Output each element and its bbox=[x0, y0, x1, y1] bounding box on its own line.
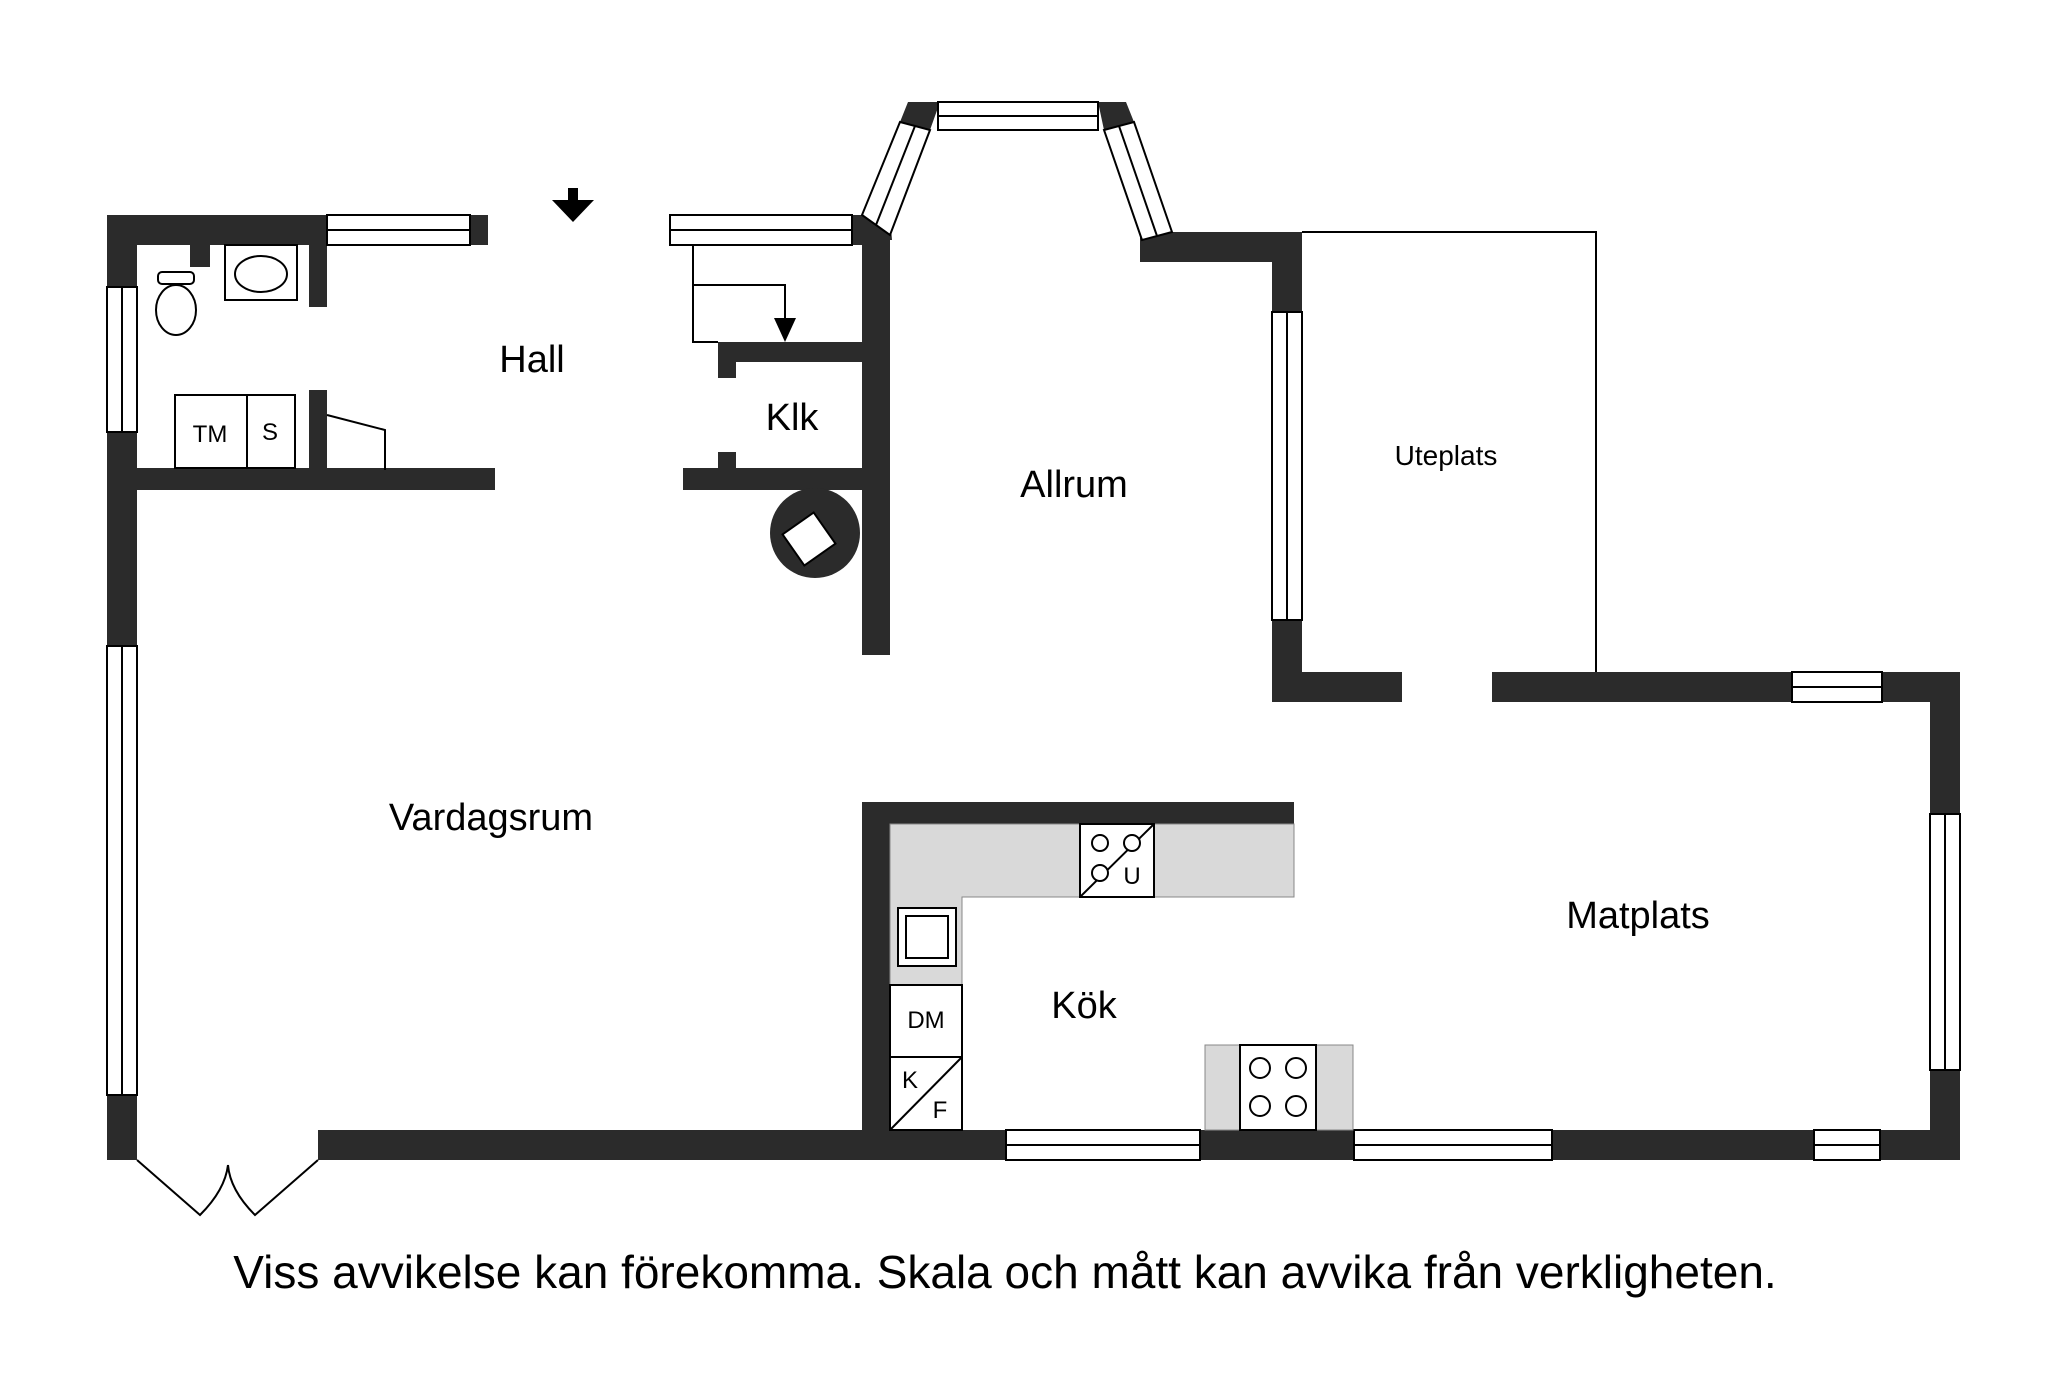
wall-klk-stub-top bbox=[718, 342, 736, 378]
wall-wc-corner bbox=[107, 215, 137, 287]
wall-hall-right bbox=[683, 468, 883, 490]
stair-arrow-head bbox=[774, 318, 796, 342]
windows bbox=[106, 101, 1961, 1161]
wall-matplats-top bbox=[1492, 672, 1792, 702]
room-label-vardagsrum: Vardagsrum bbox=[389, 797, 593, 839]
wall-bottom-d bbox=[1552, 1130, 1814, 1160]
wall-klk-stub-bottom bbox=[718, 452, 736, 470]
wall-wc-top bbox=[107, 215, 327, 245]
wall-bay-left-top bbox=[900, 102, 940, 130]
wall-allrum-right-top bbox=[1272, 232, 1302, 312]
wall-klk-top bbox=[718, 342, 883, 362]
label-dm: DM bbox=[907, 1007, 944, 1034]
room-label-hall: Hall bbox=[499, 339, 564, 381]
stair-arrow-icon bbox=[692, 245, 786, 343]
door-patio-left bbox=[136, 1159, 229, 1217]
kitchen-appliances bbox=[889, 823, 1317, 1131]
disclaimer-text: Viss avvikelse kan förekomma. Skala och … bbox=[233, 1246, 1777, 1298]
room-label-allrum: Allrum bbox=[1020, 464, 1128, 506]
wall-hall-left bbox=[137, 468, 495, 490]
room-label-klk: Klk bbox=[766, 397, 820, 439]
washer-tm bbox=[174, 394, 248, 469]
toilet-icon bbox=[155, 284, 197, 336]
wall-bottom-e bbox=[1880, 1130, 1960, 1160]
wall-left-b bbox=[107, 1095, 137, 1160]
wc-fixtures bbox=[155, 244, 298, 469]
room-label-matplats: Matplats bbox=[1566, 895, 1710, 937]
dryer-s bbox=[246, 394, 296, 469]
wall-wc-right bbox=[309, 245, 327, 307]
wall-wc-inner bbox=[190, 245, 210, 267]
wall-allrum-left bbox=[862, 235, 890, 655]
wall-left-a bbox=[107, 432, 137, 646]
label-u: U bbox=[1123, 863, 1140, 890]
stair-lines bbox=[326, 414, 386, 470]
window-bay-left bbox=[860, 120, 932, 237]
wall-kitchen-left bbox=[862, 802, 890, 1132]
wall-allrum-bottom bbox=[1272, 672, 1402, 702]
kitchen-sink-icon bbox=[897, 907, 957, 967]
wall-bay-right-top bbox=[1098, 102, 1134, 130]
entrance-arrow-icon bbox=[552, 188, 594, 222]
stove-round-icon bbox=[770, 488, 860, 578]
room-label-uteplats: Uteplats bbox=[1395, 440, 1498, 471]
wall-bottom-c bbox=[1200, 1130, 1354, 1160]
wall-kitchen-top bbox=[862, 802, 1294, 824]
uteplats-outline bbox=[1302, 231, 1597, 672]
hob-icon bbox=[1239, 1044, 1317, 1131]
doors bbox=[136, 1159, 319, 1217]
walls bbox=[107, 102, 1960, 1160]
label-k: K bbox=[902, 1067, 918, 1094]
wall-right-top bbox=[1930, 672, 1960, 814]
wall-kitchen-bottom bbox=[862, 1130, 1008, 1160]
door-patio-right bbox=[227, 1159, 319, 1217]
wall-entrance-left bbox=[470, 215, 488, 245]
label-f: F bbox=[933, 1097, 948, 1124]
room-label-kok: Kök bbox=[1051, 985, 1117, 1027]
wall-wc-right-lower bbox=[309, 390, 327, 470]
label-s: S bbox=[262, 419, 278, 446]
label-tm: TM bbox=[193, 421, 228, 448]
